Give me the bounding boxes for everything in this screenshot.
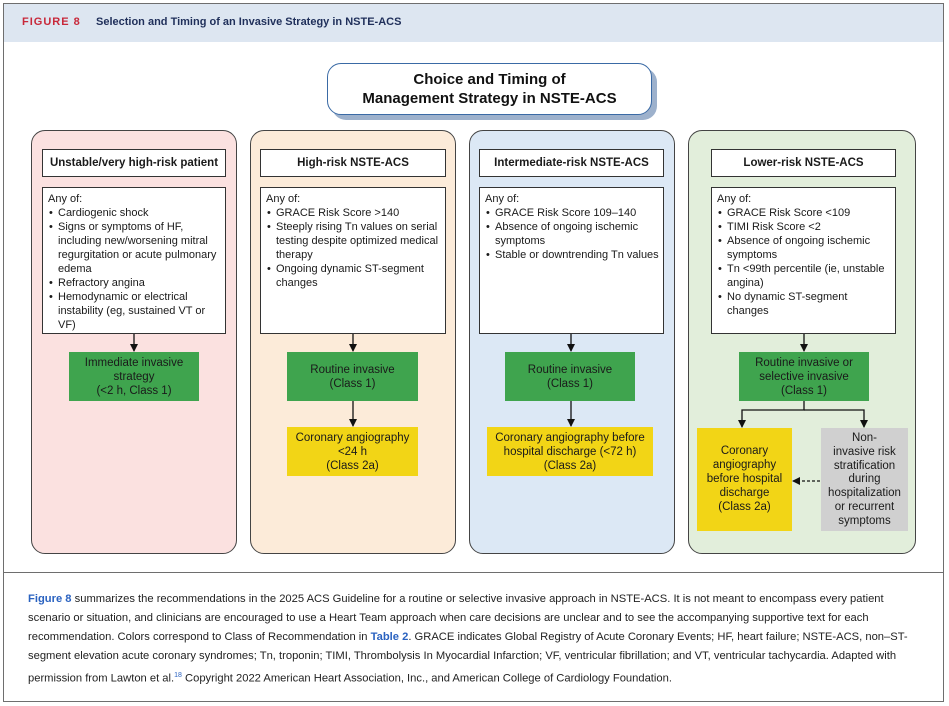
noninvasive-line: stratification xyxy=(833,459,896,472)
criteria-item: Absence of ongoing ischemic symptoms xyxy=(717,234,891,262)
figure-title: Selection and Timing of an Invasive Stra… xyxy=(96,16,402,28)
column-heading: High-risk NSTE-ACS xyxy=(260,149,446,177)
timing-box-class2a: Coronary angiography before hospital dis… xyxy=(487,427,653,476)
caption-table-link[interactable]: Table 2 xyxy=(370,631,409,643)
criteria-item: Absence of ongoing ischemic symptoms xyxy=(485,220,659,248)
criteria-item: Tn <99th percentile (ie, unstable angina… xyxy=(717,262,891,290)
diagram-title-line1: Choice and Timing of xyxy=(413,71,566,88)
caption-figure-link[interactable]: Figure 8 xyxy=(28,593,72,605)
noninvasive-line: hospitalization xyxy=(828,487,901,500)
criteria-item: Steeply rising Tn values on serial testi… xyxy=(266,220,441,262)
criteria-intro: Any of: xyxy=(717,193,752,205)
criteria-item: GRACE Risk Score >140 xyxy=(266,206,441,220)
figure-label: FIGURE 8 xyxy=(22,16,81,28)
criteria-item: TIMI Risk Score <2 xyxy=(717,220,891,234)
criteria-item: GRACE Risk Score <109 xyxy=(717,206,891,220)
noninvasive-line: or recurrent xyxy=(834,500,895,513)
strategy-line: selective invasive xyxy=(759,371,849,383)
diagram-title-line2: Management Strategy in NSTE-ACS xyxy=(362,90,617,107)
timing-box-class2a: Coronary angiography <24 h (Class 2a) xyxy=(287,427,418,476)
strategy-box-class1: Routine invasive or selective invasive (… xyxy=(739,352,869,401)
noninvasive-line: invasive risk xyxy=(833,445,896,458)
criteria-item: Refractory angina xyxy=(48,276,221,290)
timing-line: (Class 2a) xyxy=(543,460,597,472)
timing-line: angiography xyxy=(712,459,777,471)
noninvasive-box: Non- invasive risk stratification during… xyxy=(821,428,908,531)
criteria-intro: Any of: xyxy=(485,193,520,205)
timing-box-class2a: Coronary angiography before hospital dis… xyxy=(697,428,792,531)
caption-citation-link[interactable]: 18 xyxy=(174,672,182,679)
strategy-box-class1: Routine invasive (Class 1) xyxy=(287,352,418,401)
criteria-item: Signs or symptoms of HF, including new/w… xyxy=(48,220,221,276)
timing-line: hospital discharge (<72 h) xyxy=(503,446,637,458)
criteria-box: Any of: Cardiogenic shock Signs or sympt… xyxy=(42,187,226,334)
criteria-item: Ongoing dynamic ST-segment changes xyxy=(266,262,441,290)
strategy-line: (Class 1) xyxy=(780,385,827,397)
figure-header xyxy=(4,4,943,42)
strategy-line: (Class 1) xyxy=(329,378,376,390)
figure-frame xyxy=(3,3,944,702)
caption-divider xyxy=(4,572,943,573)
strategy-box-class1: Routine invasive (Class 1) xyxy=(505,352,635,401)
diagram-title: Choice and Timing of Management Strategy… xyxy=(327,63,652,115)
noninvasive-line: during xyxy=(848,473,881,486)
caption-text: . GRACE indicates Global Registry of Acu… xyxy=(28,631,908,685)
caption-text: Copyright 2022 American Heart Associatio… xyxy=(181,672,672,685)
timing-line: before hospital xyxy=(706,473,783,485)
criteria-item: No dynamic ST-segment changes xyxy=(717,290,891,318)
timing-line: Coronary angiography before xyxy=(495,432,645,444)
criteria-box: Any of: GRACE Risk Score 109–140 Absence… xyxy=(479,187,664,334)
strategy-box-class1: Immediate invasive strategy (<2 h, Class… xyxy=(69,352,199,401)
strategy-line: (<2 h, Class 1) xyxy=(96,385,172,397)
criteria-box: Any of: GRACE Risk Score >140 Steeply ri… xyxy=(260,187,446,334)
figure-caption: Figure 8 summarizes the recommendations … xyxy=(28,590,926,689)
strategy-line: Immediate invasive xyxy=(84,357,184,369)
noninvasive-line: symptoms xyxy=(838,514,891,527)
timing-line: Coronary angiography xyxy=(295,432,410,444)
caption-text: summarizes the recommendations in the 20… xyxy=(28,593,884,643)
column-heading: Lower-risk NSTE-ACS xyxy=(711,149,896,177)
column-heading: Intermediate-risk NSTE-ACS xyxy=(479,149,664,177)
strategy-line: Routine invasive xyxy=(527,364,613,376)
criteria-item: Hemodynamic or electrical instability (e… xyxy=(48,290,221,332)
timing-line: (Class 2a) xyxy=(326,460,379,472)
criteria-item: GRACE Risk Score 109–140 xyxy=(485,206,659,220)
timing-line: discharge xyxy=(719,487,770,499)
timing-line: Coronary xyxy=(720,445,769,457)
criteria-item: Stable or downtrending Tn values xyxy=(485,248,659,262)
arrow-branch-left xyxy=(738,401,805,428)
timing-line: (Class 2a) xyxy=(718,501,771,513)
criteria-item: Cardiogenic shock xyxy=(48,206,221,220)
strategy-line: Routine invasive xyxy=(310,364,395,376)
criteria-intro: Any of: xyxy=(48,193,83,205)
strategy-line: Routine invasive or xyxy=(755,357,853,369)
strategy-line: (Class 1) xyxy=(546,378,593,390)
timing-line: <24 h xyxy=(337,446,368,458)
column-heading: Unstable/very high-risk patient xyxy=(42,149,226,177)
strategy-line: strategy xyxy=(113,371,155,383)
criteria-box: Any of: GRACE Risk Score <109 TIMI Risk … xyxy=(711,187,896,334)
criteria-intro: Any of: xyxy=(266,193,301,205)
arrow-branch-right xyxy=(804,409,868,428)
noninvasive-line: Non- xyxy=(852,432,877,444)
